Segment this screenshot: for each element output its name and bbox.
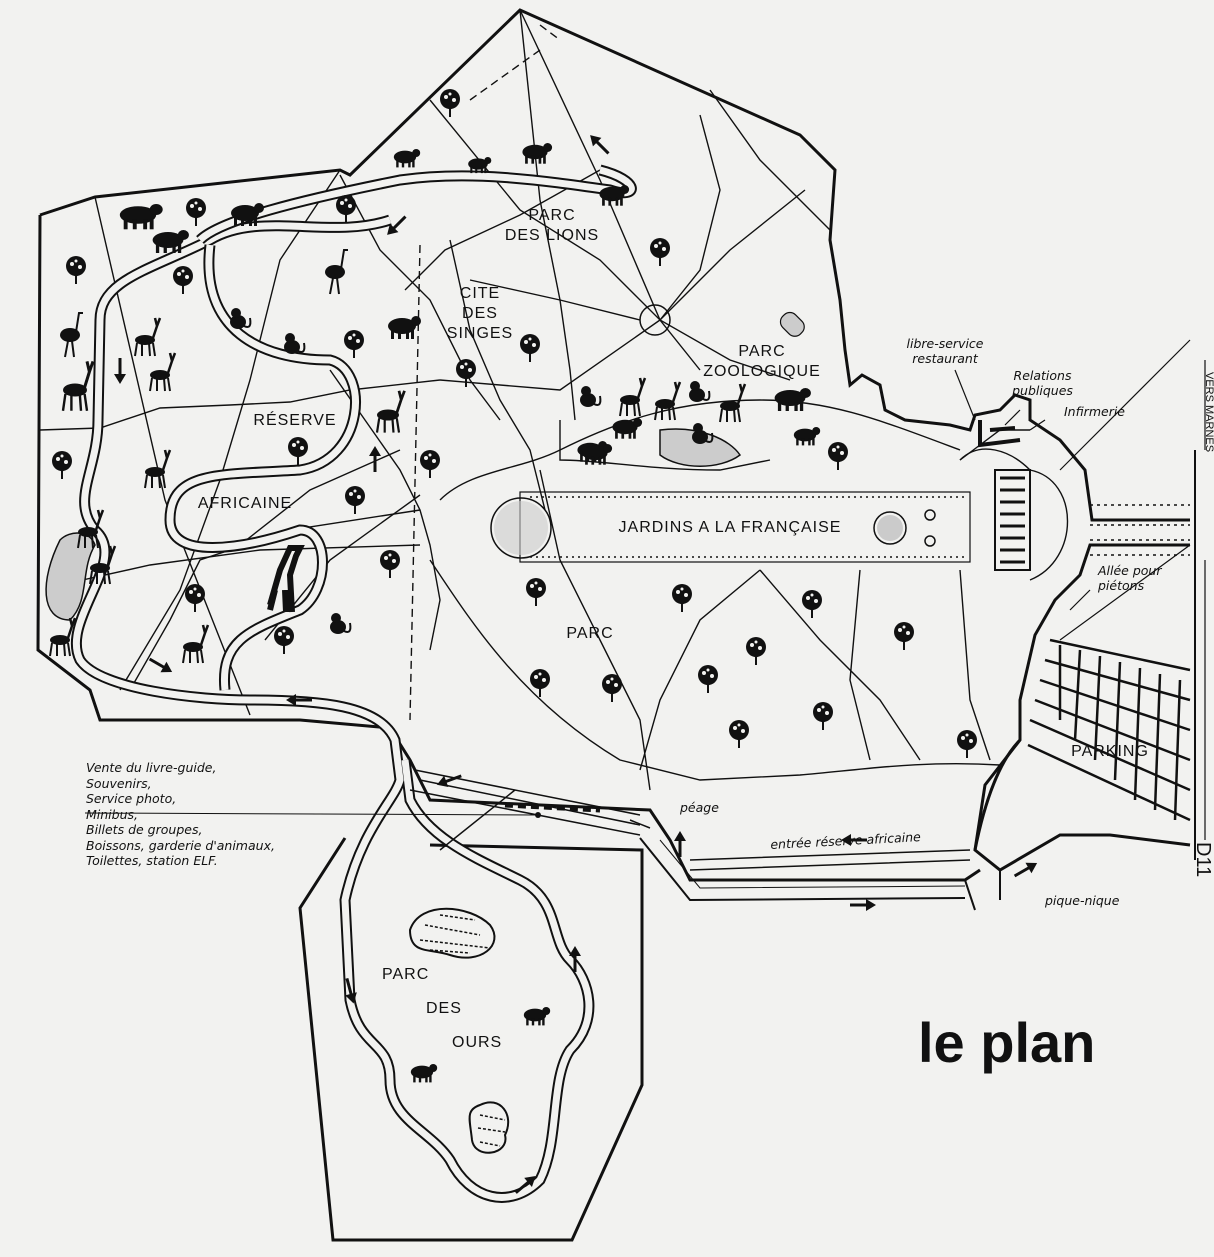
zone-label-reserve: RÉSERVE [253,412,337,429]
services-list: Vente du livre-guide, Souvenirs, Service… [86,760,275,869]
label-line: publiques [1012,383,1073,398]
zone-label-parc: PARC [566,625,614,642]
main-building [994,469,1031,571]
annotation-libre-service: libre-service restaurant [895,336,995,366]
zone-label-parc-zoologique: PARC ZOOLOGIQUE [682,342,842,382]
pond [779,311,805,337]
zone-label-parc-des-lions: PARC DES LIONS [492,206,612,246]
service-item: Toilettes, station ELF. [86,853,218,868]
service-item: Vente du livre-guide, [86,760,217,775]
annotation-infirmerie: Infirmerie [1064,404,1125,419]
label-line: OURS [452,1034,503,1051]
label-line: SINGES [446,325,514,342]
bears-park-boundary [298,837,644,1242]
annotation-pique-nique: pique-nique [1045,893,1120,908]
edge-label-vers: VERS MARNES [1203,372,1214,453]
label-line: PARC [738,343,786,360]
zone-label-jardins: JARDINS A LA FRANÇAISE [618,519,842,536]
label-line: DES [462,305,498,322]
label-line: piétons [1098,578,1145,593]
annotation-relations: Relations publiques [1000,368,1085,398]
label-line: CITE [459,285,501,302]
service-item: Minibus, [86,806,138,822]
service-item: Souvenirs, [86,775,152,791]
service-item: Boissons, garderie d'animaux, [86,837,275,853]
service-item: Billets de groupes, [86,822,203,837]
service-item: Service photo, [86,791,177,806]
parking-lot [1027,638,1191,822]
road-label-d11: D11 [1192,842,1214,878]
label-line: restaurant [912,351,978,366]
giraffe-icon [267,545,305,613]
roundabout [639,304,671,336]
label-line: ZOOLOGIQUE [703,363,821,380]
zone-label-cite-des-singes: CITE DES SINGES [440,284,520,344]
antelope-icon [48,316,747,665]
zone-label-parking: PARKING [1071,743,1149,760]
label-line: PARC [382,966,430,983]
annotation-allee: Allée pour piétons [1098,563,1162,593]
label-line: libre-service [906,336,984,351]
annotation-peage: péage [680,800,719,815]
label-line: PARC [528,207,576,224]
zone-label-parc-des-ours: PARC DES OURS [370,958,503,1060]
label-line: Relations [1013,368,1072,383]
bear-pond [468,1101,510,1154]
bear-pond [408,907,496,959]
label-line: DES LIONS [504,227,600,244]
label-line: Allée pour [1098,563,1162,578]
park-boundary [36,8,1191,882]
page-title: le plan [918,1011,1096,1074]
zone-label-africaine: AFRICAINE [197,495,293,512]
label-line: DES [426,1000,462,1017]
